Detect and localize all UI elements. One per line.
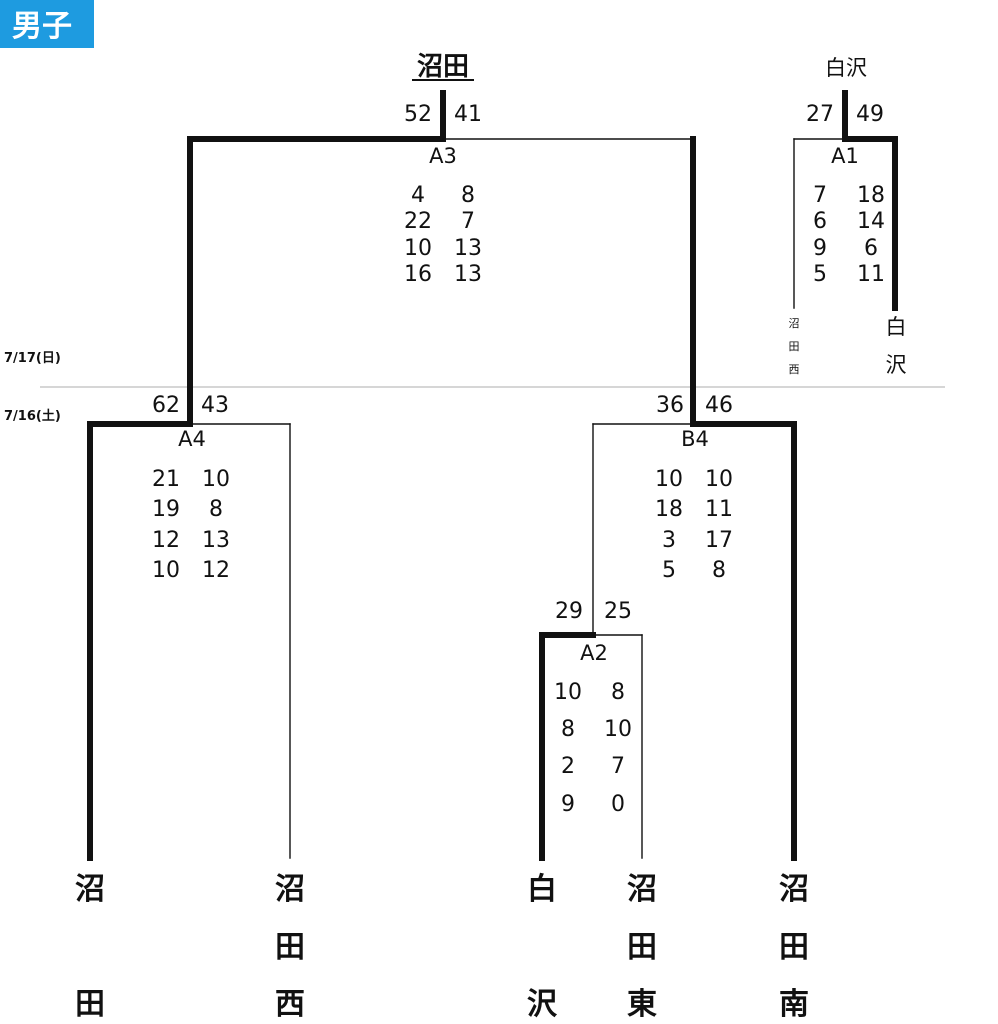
b4-right-total: 46 <box>705 393 733 418</box>
team-shirasawa: 白 沢 <box>527 872 558 1022</box>
a1-left-team-char-2: 田 <box>789 340 800 353</box>
a2-code: A2 <box>580 641 608 665</box>
a1-right-team-char-1: 白 <box>886 315 907 339</box>
team-numataminami-char-3: 南 <box>779 987 809 1022</box>
team-numatanishi-char-2: 田 <box>275 930 305 965</box>
team-shirasawa-char-1: 白 <box>527 872 557 907</box>
a1-p4-right: 11 <box>857 262 885 287</box>
badge-label: 男子 <box>12 9 72 44</box>
team-numatanishi-char-3: 西 <box>275 987 305 1022</box>
a4-code: A4 <box>178 427 206 451</box>
team-numataminami-char-1: 沼 <box>779 872 809 907</box>
a1-p3-right: 6 <box>864 236 878 261</box>
b4-p1-left: 10 <box>655 467 683 492</box>
a3-p1-left: 4 <box>411 183 425 208</box>
a3-p4-left: 16 <box>404 262 432 287</box>
a4-p3-right: 13 <box>202 528 230 553</box>
a2-left-total: 29 <box>555 599 583 624</box>
b4-p3-right: 17 <box>705 528 733 553</box>
a1-p1-left: 7 <box>813 183 827 208</box>
match-a4: 62 43 A4 21 10 19 8 12 13 10 12 <box>87 393 291 861</box>
b4-p4-right: 8 <box>712 558 726 583</box>
winner-side: 白沢 <box>825 56 867 80</box>
team-numatanishi-char-1: 沼 <box>275 872 305 907</box>
a2-p2-right: 10 <box>604 717 632 742</box>
badge-background <box>0 0 94 48</box>
a4-p4-right: 12 <box>202 558 230 583</box>
a3-p1-right: 8 <box>461 183 475 208</box>
a4-p4-left: 10 <box>152 558 180 583</box>
a1-left-team-char-3: 西 <box>789 363 800 376</box>
b4-p4-left: 5 <box>662 558 676 583</box>
team-numataminami-char-2: 田 <box>779 930 809 965</box>
a4-p1-right: 10 <box>202 467 230 492</box>
a2-p3-right: 7 <box>611 754 625 779</box>
a1-right-team-char-2: 沢 <box>886 353 907 377</box>
a1-p2-left: 6 <box>813 209 827 234</box>
a1-left-total: 27 <box>806 102 834 127</box>
a4-right-total: 43 <box>201 393 229 418</box>
team-numata: 沼 田 <box>75 872 105 1022</box>
a2-p3-left: 2 <box>561 754 575 779</box>
date-day2: 7/17(日) <box>4 351 61 366</box>
a4-left-total: 62 <box>152 393 180 418</box>
b4-p2-left: 18 <box>655 497 683 522</box>
match-a3: 52 41 A3 4 8 22 7 10 13 16 13 <box>187 90 696 427</box>
a3-right-total: 41 <box>454 102 482 127</box>
a4-p1-left: 21 <box>152 467 180 492</box>
match-a2: 29 25 A2 10 8 8 10 2 7 9 0 <box>539 599 643 861</box>
a2-p1-left: 10 <box>554 680 582 705</box>
match-a1: 27 49 A1 7 18 6 14 9 6 5 11 沼 田 西 白 沢 <box>789 90 907 377</box>
date-day1: 7/16(土) <box>4 408 61 424</box>
team-numatahigashi: 沼 田 東 <box>627 872 657 1022</box>
a1-p1-right: 18 <box>857 183 885 208</box>
winner-main: 沼田 <box>417 52 469 82</box>
b4-code: B4 <box>681 427 709 451</box>
a1-p4-left: 5 <box>813 262 827 287</box>
team-numatahigashi-char-2: 田 <box>627 930 657 965</box>
a2-p4-left: 9 <box>561 792 575 817</box>
team-numatahigashi-char-3: 東 <box>627 987 657 1022</box>
team-numata-char-1: 沼 <box>75 872 105 907</box>
a3-p3-left: 10 <box>404 236 432 261</box>
a2-right-total: 25 <box>604 599 632 624</box>
b4-left-total: 36 <box>656 393 684 418</box>
a2-p1-right: 8 <box>611 680 625 705</box>
a3-p2-left: 22 <box>404 209 432 234</box>
team-numata-char-2: 田 <box>75 987 105 1022</box>
a1-code: A1 <box>831 144 859 168</box>
a3-p4-right: 13 <box>454 262 482 287</box>
a3-p2-right: 7 <box>461 209 475 234</box>
division-badge: 男子 <box>0 0 94 48</box>
team-shirasawa-char-2: 沢 <box>527 987 558 1022</box>
a3-left-total: 52 <box>404 102 432 127</box>
a2-p4-right: 0 <box>611 792 625 817</box>
b4-p2-right: 11 <box>705 497 733 522</box>
match-b4: 36 46 B4 10 10 18 11 3 17 5 8 <box>592 393 797 861</box>
b4-p3-left: 3 <box>662 528 676 553</box>
a4-p2-left: 19 <box>152 497 180 522</box>
team-numatanishi: 沼 田 西 <box>275 872 305 1022</box>
a1-left-team-char-1: 沼 <box>789 316 800 330</box>
a4-p3-left: 12 <box>152 528 180 553</box>
a1-p3-left: 9 <box>813 236 827 261</box>
a2-p2-left: 8 <box>561 717 575 742</box>
a3-p3-right: 13 <box>454 236 482 261</box>
b4-p1-right: 10 <box>705 467 733 492</box>
a3-code: A3 <box>429 144 457 168</box>
a1-right-total: 49 <box>856 102 884 127</box>
a1-p2-right: 14 <box>857 209 885 234</box>
team-numatahigashi-char-1: 沼 <box>627 872 657 907</box>
a4-p2-right: 8 <box>209 497 223 522</box>
team-numataminami: 沼 田 南 <box>779 872 809 1022</box>
